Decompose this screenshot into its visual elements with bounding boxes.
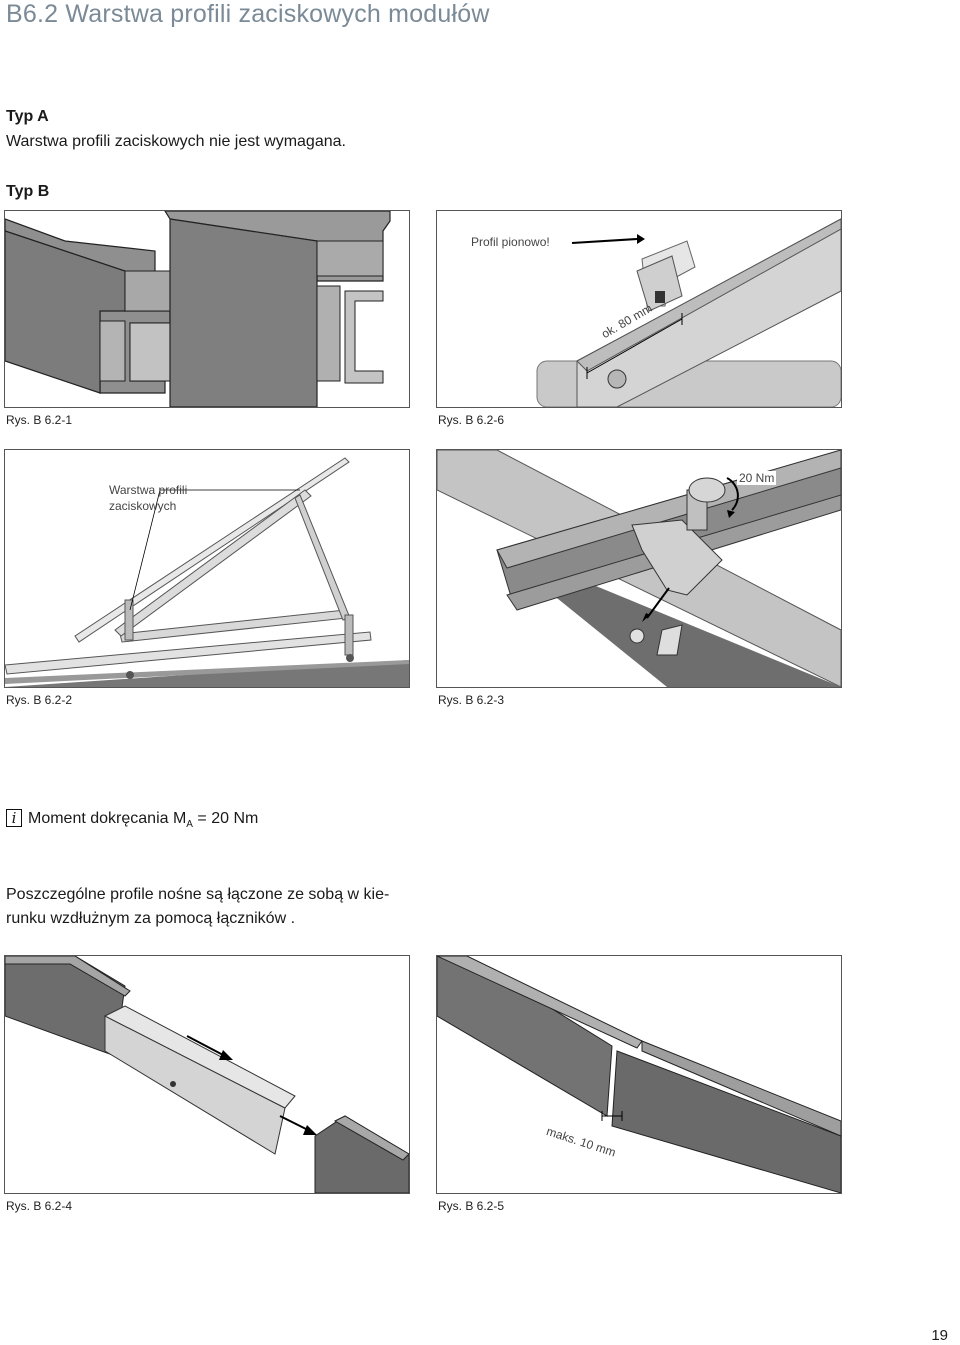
- figure-caption: Rys. B 6.2-2: [6, 693, 73, 707]
- info-text: Moment dokręcania M: [28, 810, 187, 827]
- figure-connector-insertion: [4, 955, 410, 1194]
- figure-mounting-frame: Warstwa profili zaciskowych: [4, 449, 410, 688]
- figure-note: Profil pionowo!: [471, 235, 550, 249]
- type-b-label: Typ B: [6, 183, 50, 200]
- info-text-after: = 20 Nm: [192, 810, 259, 827]
- torque-info: Moment dokręcania MA = 20 Nm: [28, 810, 258, 830]
- figure-caption: Rys. B 6.2-3: [438, 693, 505, 707]
- info-icon: i: [6, 809, 22, 827]
- torque-label: 20 Nm: [737, 471, 777, 485]
- type-a-text: Warstwa profili zaciskowych nie jest wym…: [6, 133, 346, 150]
- type-a-label: Typ A: [6, 108, 49, 125]
- figure-label-line2: zaciskowych: [109, 499, 177, 513]
- figure-caption: Rys. B 6.2-4: [6, 1199, 73, 1213]
- paragraph-line2: runku wzdłużnym za pomocą łączników .: [6, 910, 296, 927]
- figure-label-line1: Warstwa profili: [109, 483, 188, 497]
- figure-caption: Rys. B 6.2-6: [438, 413, 505, 427]
- figure-rail-profiles: [4, 210, 410, 408]
- page-number: 19: [931, 1327, 948, 1344]
- info-subscript: A: [186, 819, 193, 831]
- figure-clamp-torque: 20 Nm: [436, 449, 842, 688]
- figure-caption: Rys. B 6.2-5: [438, 1199, 505, 1213]
- paragraph-line1: Poszczególne profile nośne są łączone ze…: [6, 886, 390, 903]
- page-title: B6.2 Warstwa profili zaciskowych modułów: [6, 0, 490, 28]
- figure-joint-gap: maks. 10 mm: [436, 955, 842, 1194]
- figure-vertical-profile: Profil pionowo! ok. 80 mm: [436, 210, 842, 408]
- figure-caption: Rys. B 6.2-1: [6, 413, 73, 427]
